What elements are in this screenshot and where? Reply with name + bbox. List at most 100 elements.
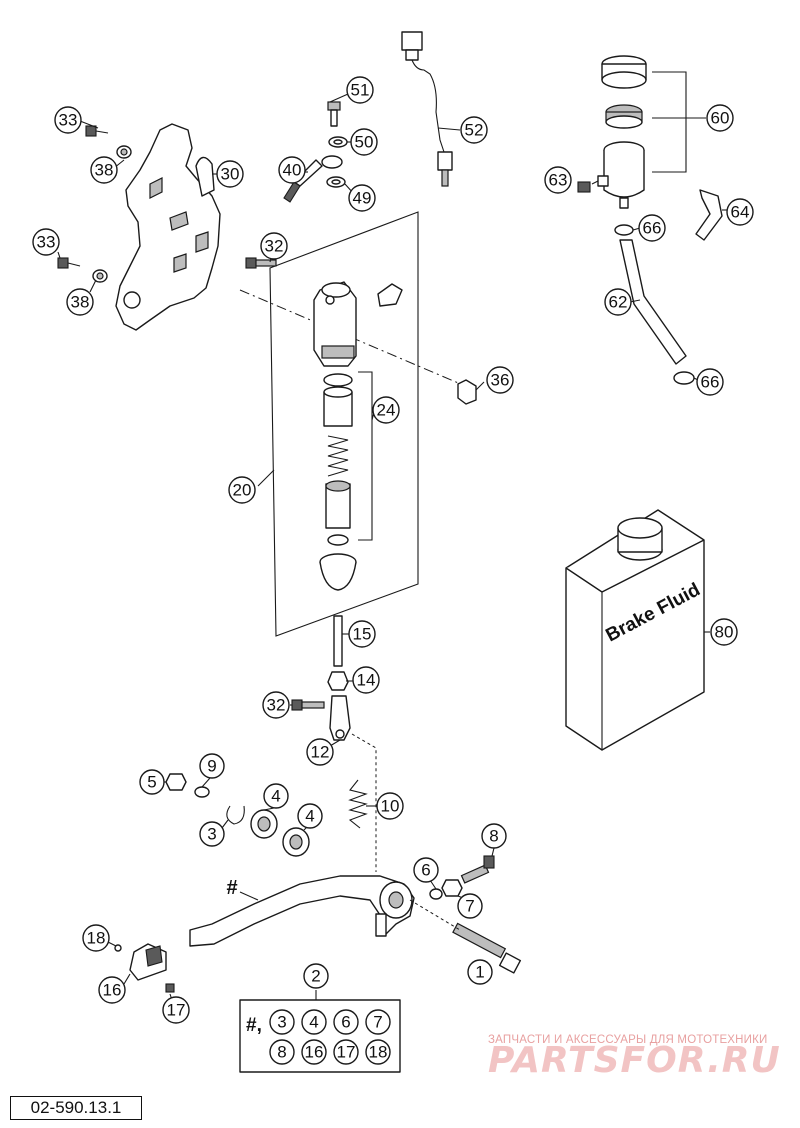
nut-18 <box>114 944 122 952</box>
kit-prefix: #, <box>246 1015 262 1036</box>
svg-text:38: 38 <box>95 161 114 180</box>
svg-text:8: 8 <box>489 827 498 846</box>
callout-12: 12 <box>306 738 334 766</box>
svg-text:40: 40 <box>283 161 302 180</box>
banjo-nipple <box>377 283 403 307</box>
bracket-24 <box>358 371 373 541</box>
kit-item-18: 18 <box>365 1039 391 1065</box>
callout-4a: 4 <box>263 783 289 809</box>
callout-10: 10 <box>376 792 404 820</box>
svg-text:7: 7 <box>373 1013 382 1032</box>
svg-text:33: 33 <box>59 111 78 130</box>
svg-text:10: 10 <box>381 797 400 816</box>
svg-text:52: 52 <box>465 121 484 140</box>
kit-item-4: 4 <box>301 1009 327 1035</box>
bolt-33-upper <box>85 125 109 137</box>
nut-14 <box>327 671 349 691</box>
piston-sleeve <box>323 386 353 427</box>
master-cylinder-body-20 <box>313 281 357 367</box>
clevis-12 <box>329 695 351 741</box>
hash-mark: # <box>226 877 237 899</box>
nut-5 <box>165 773 187 791</box>
callout-64: 64 <box>726 198 754 226</box>
callout-51: 51 <box>346 76 374 104</box>
bolt-32-lower <box>291 699 325 711</box>
callout-8: 8 <box>481 823 507 849</box>
svg-text:4: 4 <box>309 1013 318 1032</box>
reservoir-body-60 <box>597 141 645 209</box>
svg-text:66: 66 <box>701 373 720 392</box>
pivot-bolt-1 <box>452 922 522 974</box>
svg-text:4: 4 <box>305 807 314 826</box>
svg-text:6: 6 <box>341 1013 350 1032</box>
callout-3: 3 <box>199 821 225 847</box>
callout-18: 18 <box>82 924 110 952</box>
svg-text:63: 63 <box>549 171 568 190</box>
hose-62 <box>619 239 687 365</box>
chain-guard-part <box>115 123 221 331</box>
callout-17: 17 <box>162 996 190 1024</box>
svg-text:32: 32 <box>265 237 284 256</box>
brake-pedal <box>189 875 415 947</box>
svg-text:16: 16 <box>305 1043 324 1062</box>
circlip <box>327 534 349 546</box>
callout-62: 62 <box>604 288 632 316</box>
snap-ring-3 <box>226 805 245 825</box>
screw-17 <box>165 983 175 993</box>
reservoir-diaphragm-60 <box>605 104 643 129</box>
callout-50: 50 <box>350 128 378 156</box>
master-cylinder-frame <box>269 211 419 637</box>
callout-16: 16 <box>98 976 126 1004</box>
brake-fluid-can-80 <box>565 509 705 751</box>
callout-20: 20 <box>228 476 256 504</box>
kit-item-6: 6 <box>333 1009 359 1035</box>
pivot-axis <box>409 899 461 931</box>
dust-boot <box>319 553 357 591</box>
spring <box>327 435 349 477</box>
svg-text:20: 20 <box>233 481 252 500</box>
callout-33-upper: 33 <box>54 106 82 134</box>
bolt-33-lower <box>57 257 81 269</box>
svg-text:14: 14 <box>357 671 376 690</box>
washer-38-upper <box>116 145 132 159</box>
callout-60: 60 <box>706 104 734 132</box>
callout-80: 80 <box>710 618 738 646</box>
svg-text:1: 1 <box>475 963 484 982</box>
diagram-code: 02-590.13.1 <box>10 1096 142 1120</box>
callout-49: 49 <box>348 184 376 212</box>
svg-text:18: 18 <box>87 929 106 948</box>
svg-text:8: 8 <box>277 1043 286 1062</box>
kit-item-7: 7 <box>365 1009 391 1035</box>
svg-text:80: 80 <box>715 623 734 642</box>
svg-text:60: 60 <box>711 109 730 128</box>
callout-5: 5 <box>139 769 165 795</box>
washer-49 <box>326 176 346 188</box>
callout-40: 40 <box>278 156 306 184</box>
pivot-guide <box>351 733 377 872</box>
callout-38-upper: 38 <box>90 156 118 184</box>
svg-text:6: 6 <box>421 861 430 880</box>
svg-text:32: 32 <box>267 696 286 715</box>
return-spring-10 <box>348 779 368 829</box>
bearing-4-inner <box>282 827 310 857</box>
washer-50 <box>328 136 348 148</box>
svg-text:7: 7 <box>465 897 474 916</box>
svg-text:17: 17 <box>337 1043 356 1062</box>
callout-30: 30 <box>216 160 244 188</box>
svg-text:49: 49 <box>353 189 372 208</box>
seal-ring <box>323 373 353 387</box>
washer-9 <box>194 786 210 798</box>
svg-text:51: 51 <box>351 81 370 100</box>
svg-text:30: 30 <box>221 165 240 184</box>
piston <box>325 480 351 529</box>
svg-text:16: 16 <box>103 981 122 1000</box>
kit-item-8: 8 <box>269 1039 295 1065</box>
svg-text:24: 24 <box>377 401 396 420</box>
svg-text:66: 66 <box>643 219 662 238</box>
washer-6 <box>429 888 443 900</box>
bolt-32-upper <box>245 257 277 269</box>
brake-light-switch-52 <box>401 31 453 187</box>
svg-text:5: 5 <box>147 773 156 792</box>
holder-64 <box>695 189 723 241</box>
